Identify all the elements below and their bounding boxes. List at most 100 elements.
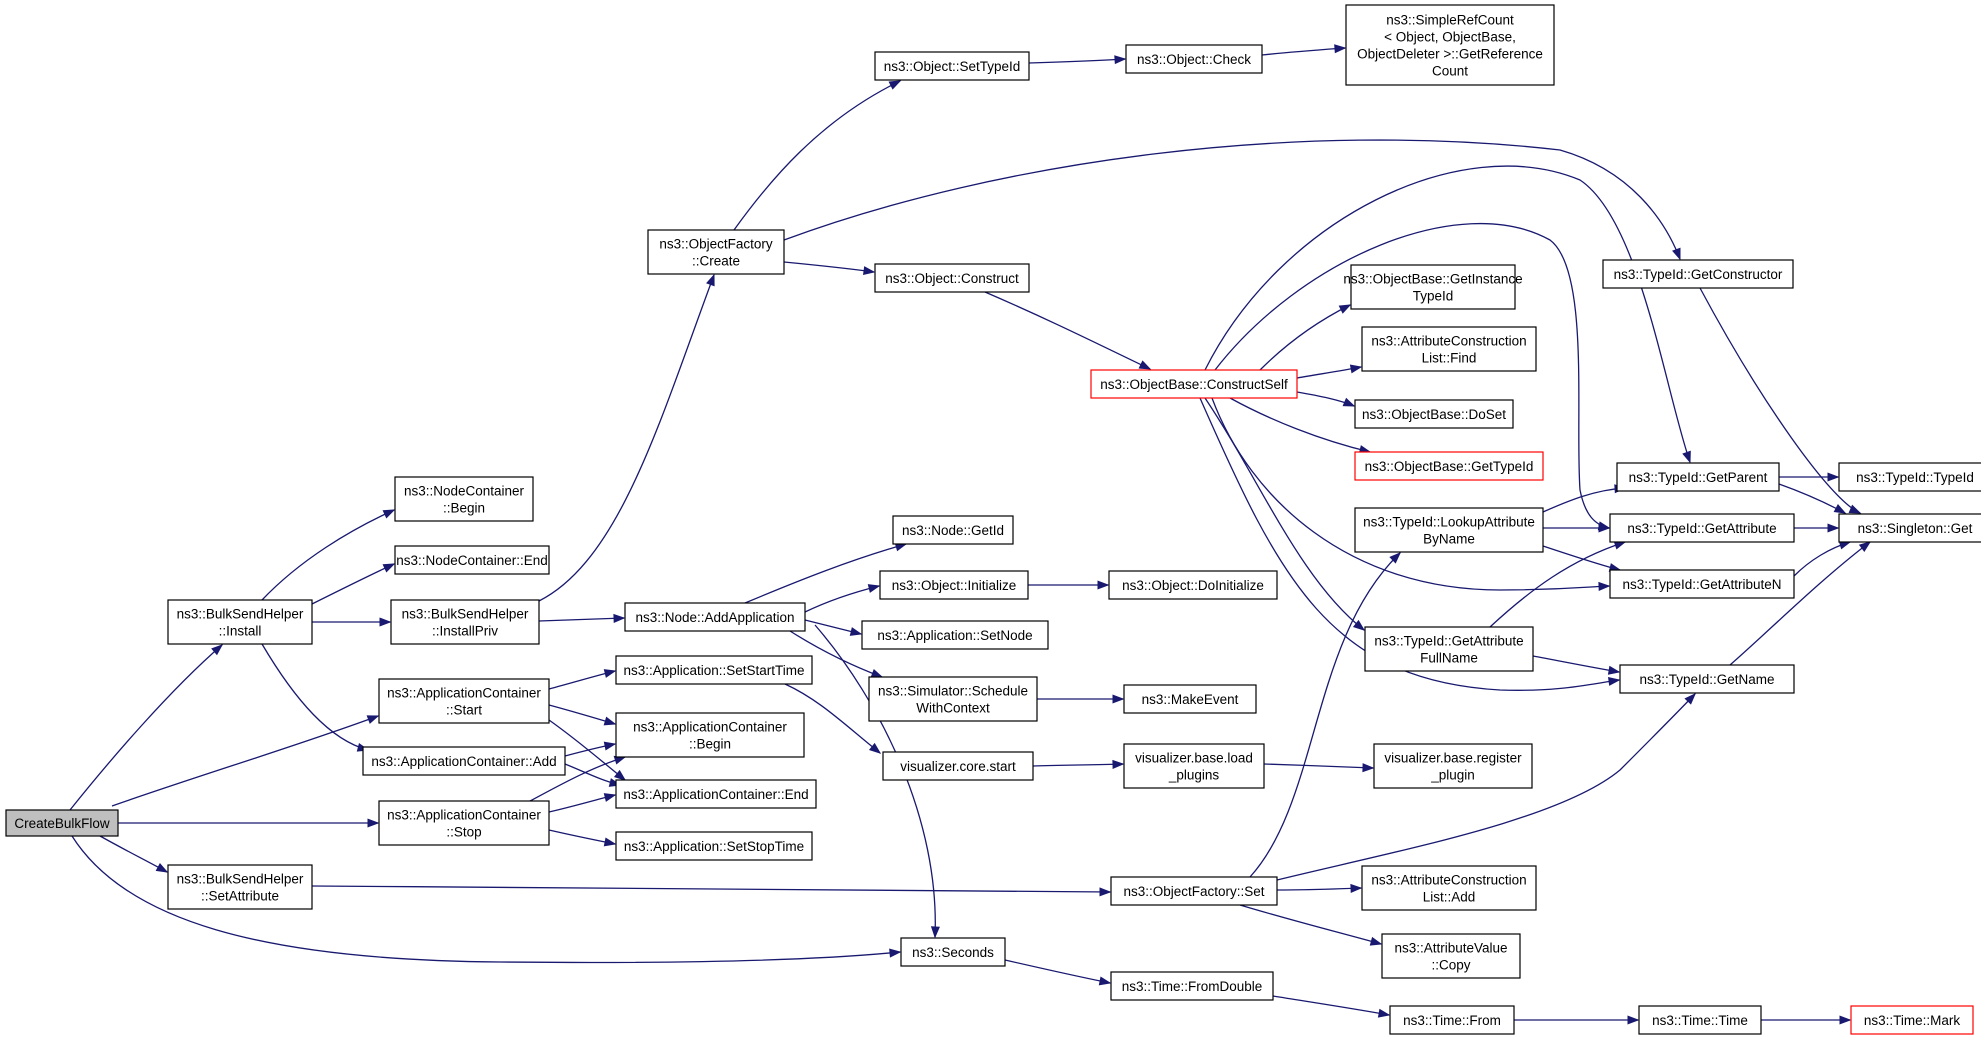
node-objectbase-constructself[interactable]: ns3::ObjectBase::ConstructSelf: [1090, 369, 1298, 399]
edge-objectfactory_set-to-attrconstructionlist_add: [1276, 883, 1363, 893]
edge-objectfactory_set-to-attributevalue_copy: [1239, 904, 1383, 946]
node-label-line: ns3::Seconds: [912, 945, 994, 960]
node-box: [1364, 626, 1534, 672]
node-application-setstarttime[interactable]: ns3::Application::SetStartTime: [615, 655, 813, 685]
node-typeid-getattribute[interactable]: ns3::TypeId::GetAttribute: [1609, 513, 1795, 543]
edge-line: [261, 643, 369, 751]
edge-line: [1259, 304, 1351, 371]
node-app-container-add[interactable]: ns3::ApplicationContainer::Add: [362, 746, 566, 776]
edge-line: [111, 715, 379, 807]
arrowhead-icon: [1098, 976, 1112, 986]
node-label-line: ns3::BulkSendHelper: [402, 607, 529, 622]
edge-line: [1542, 487, 1626, 513]
node-typeid-getattributen[interactable]: ns3::TypeId::GetAttributeN: [1609, 569, 1795, 599]
node-label-line: ByName: [1423, 532, 1475, 547]
edge-app_container_stop-to-app_container_end: [548, 793, 617, 813]
arrowhead-icon: [603, 716, 617, 726]
node-label-line: WithContext: [916, 701, 990, 716]
node-bulk-install-priv[interactable]: ns3::BulkSendHelper::InstallPriv: [390, 599, 540, 645]
node-box: [1354, 451, 1544, 481]
edge-line: [1214, 222, 1610, 529]
edge-line: [1211, 397, 1610, 591]
arrowhead-icon: [379, 617, 392, 627]
arrowhead-icon: [930, 926, 940, 939]
node-simplerefcount[interactable]: ns3::SimpleRefCount< Object, ObjectBase,…: [1345, 4, 1555, 86]
node-singleton-get[interactable]: ns3::Singleton::Get: [1838, 513, 1981, 543]
node-box: [1616, 462, 1780, 492]
node-time-mark[interactable]: ns3::Time::Mark: [1850, 1005, 1974, 1035]
node-box: [882, 751, 1034, 781]
node-node-getid[interactable]: ns3::Node::GetId: [892, 515, 1014, 545]
node-object-settypeid[interactable]: ns3::Object::SetTypeId: [874, 51, 1030, 81]
node-application-setnode[interactable]: ns3::Application::SetNode: [861, 620, 1049, 650]
arrowhead-icon: [1608, 676, 1621, 686]
node-label-line: visualizer.base.register: [1384, 751, 1522, 766]
node-visualizer-base-register-plugin[interactable]: visualizer.base.register_plugin: [1373, 743, 1533, 789]
node-nodecontainer-end[interactable]: ns3::NodeContainer::End: [394, 545, 550, 575]
edge-object_initialize-to-object_doinitialize: [1028, 580, 1110, 590]
node-visualizer-core-start[interactable]: visualizer.core.start: [882, 751, 1034, 781]
node-label-line: ns3::Time::FromDouble: [1122, 979, 1263, 994]
node-box: [1125, 44, 1263, 74]
edge-bulk_install-to-bulk_install_priv: [312, 617, 392, 627]
node-object-check[interactable]: ns3::Object::Check: [1125, 44, 1263, 74]
node-time-fromdouble[interactable]: ns3::Time::FromDouble: [1110, 971, 1274, 1001]
node-attributevalue-copy[interactable]: ns3::AttributeValue::Copy: [1381, 933, 1521, 979]
node-typeid-typeid[interactable]: ns3::TypeId::TypeId: [1838, 462, 1981, 492]
node-label-line: ns3::Time::Time: [1652, 1013, 1748, 1028]
arrowhead-icon: [603, 741, 617, 751]
node-label-line: ns3::BulkSendHelper: [177, 872, 304, 887]
arrowhead-icon: [1112, 694, 1125, 704]
node-objectfactory-set[interactable]: ns3::ObjectFactory::Set: [1110, 876, 1278, 906]
edge-line: [69, 644, 223, 811]
node-typeid-getconstructor[interactable]: ns3::TypeId::GetConstructor: [1602, 259, 1794, 289]
arrowhead-icon: [1607, 665, 1621, 675]
node-box: [1345, 4, 1555, 86]
edge-typeid_getattributen-to-singleton_get: [1793, 540, 1852, 577]
arrowhead-icon: [1389, 552, 1402, 564]
node-typeid-getname[interactable]: ns3::TypeId::GetName: [1619, 664, 1795, 694]
node-bulk-set-attribute[interactable]: ns3::BulkSendHelper::SetAttribute: [167, 864, 313, 910]
node-app-container-start[interactable]: ns3::ApplicationContainer::Start: [378, 678, 550, 724]
node-seconds[interactable]: ns3::Seconds: [900, 937, 1006, 967]
node-typeid-getparent[interactable]: ns3::TypeId::GetParent: [1616, 462, 1780, 492]
edge-line: [783, 261, 875, 273]
node-object-initialize[interactable]: ns3::Object::Initialize: [879, 570, 1029, 600]
node-objectbase-doset[interactable]: ns3::ObjectBase::DoSet: [1354, 399, 1514, 429]
node-nodecontainer-begin[interactable]: ns3::NodeContainer::Begin: [394, 476, 534, 522]
node-label-line: ns3::TypeId::GetAttributeN: [1622, 577, 1781, 592]
node-time-from[interactable]: ns3::Time::From: [1389, 1005, 1515, 1035]
node-visualizer-base-load-plugins[interactable]: visualizer.base.load_plugins: [1123, 743, 1265, 789]
node-box: [861, 620, 1049, 650]
edge-seconds-to-time_fromdouble: [1004, 959, 1112, 986]
node-box: [1110, 876, 1278, 906]
node-node-addapplication[interactable]: ns3::Node::AddApplication: [624, 602, 806, 632]
node-application-setstoptime[interactable]: ns3::Application::SetStopTime: [615, 831, 813, 861]
node-box: [394, 476, 534, 522]
edge-objectbase_constructself-to-objectbase_getinstancetypeid: [1259, 304, 1352, 371]
node-create-bulk-flow[interactable]: CreateBulkFlow: [5, 809, 119, 837]
node-label-line: ns3::ObjectFactory: [659, 237, 773, 252]
node-app-container-stop[interactable]: ns3::ApplicationContainer::Stop: [378, 800, 550, 846]
node-object-doinitialize[interactable]: ns3::Object::DoInitialize: [1108, 570, 1278, 600]
arrowhead-icon: [867, 584, 881, 593]
arrowhead-icon: [1858, 541, 1872, 552]
node-label-line: ns3::Time::From: [1403, 1013, 1501, 1028]
edge-simulator_schedulewithcontext-to-makeevent: [1037, 694, 1125, 704]
node-object-construct[interactable]: ns3::Object::Construct: [874, 263, 1030, 293]
node-objectfactory-create[interactable]: ns3::ObjectFactory::Create: [647, 229, 785, 275]
node-box: [1381, 933, 1521, 979]
node-makeevent[interactable]: ns3::MakeEvent: [1123, 684, 1257, 714]
node-bulk-install[interactable]: ns3::BulkSendHelper::Install: [167, 599, 313, 645]
node-box: [1123, 684, 1257, 714]
node-app-container-begin[interactable]: ns3::ApplicationContainer::Begin: [615, 712, 805, 758]
node-app-container-end[interactable]: ns3::ApplicationContainer::End: [615, 779, 817, 809]
node-time-time[interactable]: ns3::Time::Time: [1638, 1005, 1762, 1035]
node-objectbase-gettypeid[interactable]: ns3::ObjectBase::GetTypeId: [1354, 451, 1544, 481]
